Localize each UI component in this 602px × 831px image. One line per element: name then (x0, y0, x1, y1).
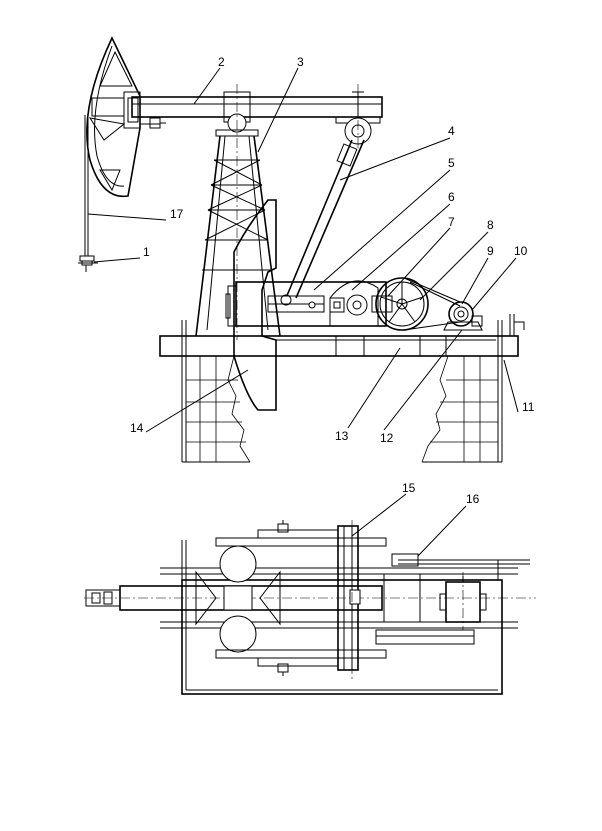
leader-lines (87, 67, 519, 557)
crank-counterweight (233, 199, 277, 411)
callout-12: 12 (380, 431, 394, 445)
callout-4: 4 (448, 124, 455, 138)
base-frame (159, 320, 519, 463)
wireline-hanger (78, 115, 98, 272)
callout-13: 13 (335, 429, 349, 443)
foundation-right (421, 355, 498, 463)
plan-view (84, 520, 536, 695)
brake-lever (509, 314, 525, 336)
callout-14: 14 (130, 421, 144, 435)
elevation-view (78, 36, 525, 463)
callout-2: 2 (218, 55, 225, 69)
callout-11: 11 (522, 400, 535, 414)
motor-pulley (443, 301, 483, 331)
callout-6: 6 (448, 190, 455, 204)
callout-17: 17 (170, 207, 184, 221)
callout-10: 10 (514, 244, 528, 258)
callout-16: 16 (466, 492, 480, 506)
callout-8: 8 (487, 218, 494, 232)
gearbox (225, 280, 387, 327)
samson-post (195, 129, 281, 337)
callout-15: 15 (402, 481, 416, 495)
large-sheave (371, 277, 429, 331)
callout-9: 9 (487, 244, 494, 258)
callout-1: 1 (143, 245, 150, 259)
callout-5: 5 (448, 156, 455, 170)
callout-labels: 1 2 3 4 5 6 7 8 9 10 11 12 13 14 15 16 1… (130, 55, 535, 506)
horsehead (86, 36, 166, 198)
callout-7: 7 (448, 215, 455, 229)
foundation-left (186, 355, 251, 463)
callout-3: 3 (297, 55, 304, 69)
v-belt (403, 277, 461, 331)
walking-beam (131, 84, 383, 340)
pitman-rod (280, 139, 365, 306)
